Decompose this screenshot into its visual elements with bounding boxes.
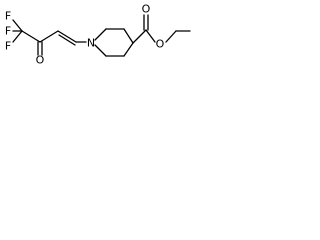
atom-f-bottom: F — [5, 40, 11, 53]
bond-alkene-b — [58, 34, 76, 46]
bond-ring-ester — [132, 29, 147, 44]
bond-ring-n-bottom — [94, 44, 107, 57]
bond-ring-bottom-right — [123, 42, 134, 57]
bond-ring-n-top — [94, 28, 107, 41]
bond-c-f-bottom — [12, 30, 23, 43]
bond-ring-top-right — [123, 28, 134, 44]
atom-f-top: F — [5, 10, 11, 23]
bond-alkene-a — [57, 30, 77, 43]
bond-cf3-ketone — [21, 30, 41, 43]
atom-o-ester: O — [156, 38, 165, 51]
bond-ester-o-ch2 — [165, 30, 177, 43]
bond-c-f-top — [12, 19, 23, 32]
atom-o-ester-carbonyl: O — [142, 3, 151, 16]
atom-f-middle: F — [5, 25, 11, 38]
atom-o-ketone: O — [36, 54, 45, 67]
atom-n-ring: N — [87, 37, 95, 50]
bond-ketone-alkene — [39, 30, 59, 43]
chemical-structure: F F F O N O O — [5, 3, 191, 67]
bond-ester-co-single — [145, 29, 156, 43]
